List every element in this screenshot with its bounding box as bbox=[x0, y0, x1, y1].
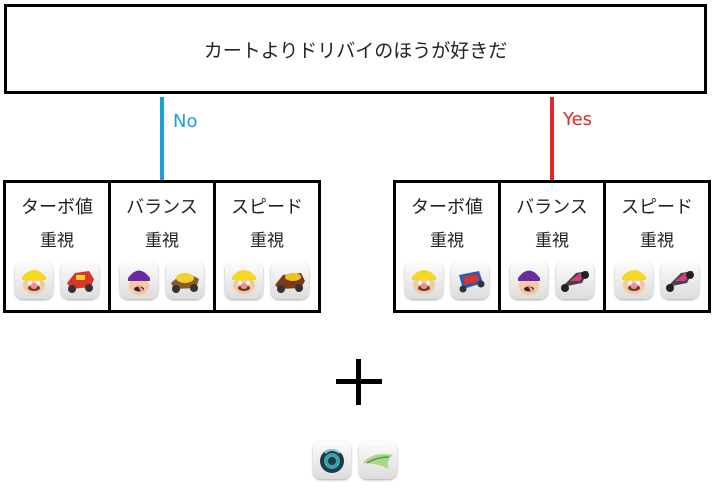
cell-subtitle: 重視 bbox=[250, 231, 284, 251]
roller-tire-icon bbox=[313, 441, 351, 479]
question-text: カートよりドリバイのほうが好きだ bbox=[203, 39, 508, 62]
no-turbo-cell: ターボ値 重視 bbox=[6, 183, 108, 310]
waluigi-icon bbox=[120, 261, 158, 299]
red-kart-icon bbox=[61, 261, 99, 299]
cell-title: バランス bbox=[516, 197, 588, 218]
cell-title: ターボ値 bbox=[411, 197, 483, 218]
no-combo-table: ターボ値 重視 バランス 重視 bbox=[3, 180, 321, 313]
plus-icon bbox=[334, 357, 384, 407]
cell-subtitle: 重視 bbox=[145, 231, 179, 251]
wario-icon bbox=[15, 261, 53, 299]
yes-balance-cell: バランス 重視 bbox=[498, 183, 603, 310]
sport-bike-icon bbox=[556, 261, 594, 299]
yes-turbo-cell: ターボ値 重視 bbox=[396, 183, 498, 310]
glider-icon bbox=[359, 441, 397, 479]
bike-icon bbox=[451, 261, 489, 299]
cell-title: スピード bbox=[621, 197, 693, 218]
question-box: カートよりドリバイのほうが好きだ bbox=[4, 4, 707, 94]
no-branch-line bbox=[160, 97, 164, 181]
waluigi-icon bbox=[510, 261, 548, 299]
cell-title: バランス bbox=[126, 197, 198, 218]
cell-subtitle: 重視 bbox=[535, 231, 569, 251]
shared-parts bbox=[313, 441, 397, 479]
cell-subtitle: 重視 bbox=[40, 231, 74, 251]
cell-subtitle: 重視 bbox=[640, 231, 674, 251]
cell-title: ターボ値 bbox=[21, 197, 93, 218]
wario-icon bbox=[615, 261, 653, 299]
wario-icon bbox=[405, 261, 443, 299]
yes-combo-table: ターボ値 重視 バランス 重視 bbox=[393, 180, 711, 313]
cannon-kart-icon bbox=[271, 261, 309, 299]
no-branch-label: No bbox=[173, 111, 198, 132]
no-speed-cell: スピード 重視 bbox=[213, 183, 318, 310]
wario-icon bbox=[225, 261, 263, 299]
yes-speed-cell: スピード 重視 bbox=[603, 183, 708, 310]
cell-subtitle: 重視 bbox=[430, 231, 464, 251]
yes-branch-line bbox=[550, 97, 554, 181]
yes-branch-label: Yes bbox=[563, 109, 593, 130]
banana-kart-icon bbox=[166, 261, 204, 299]
cell-title: スピード bbox=[231, 197, 303, 218]
sport-bike-icon bbox=[661, 261, 699, 299]
no-balance-cell: バランス 重視 bbox=[108, 183, 213, 310]
